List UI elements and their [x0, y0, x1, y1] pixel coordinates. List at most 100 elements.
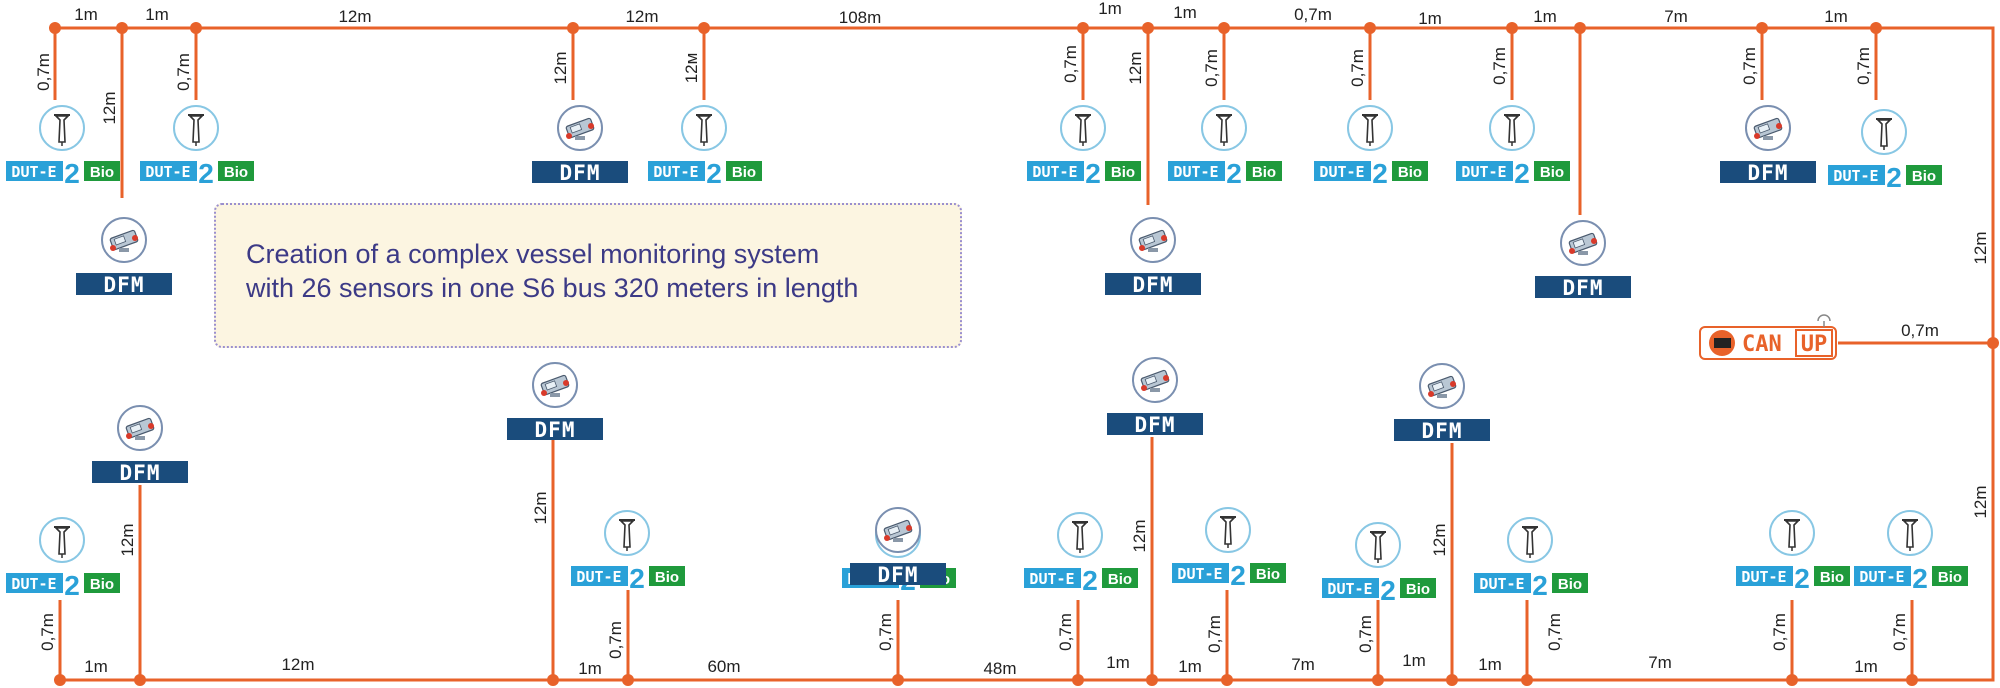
dut-label: DUT-E: [576, 568, 621, 586]
bio-label-box: [84, 161, 120, 181]
fuel-level-sensor-icon: [1489, 105, 1535, 151]
segment-label: 108m: [839, 8, 882, 27]
bio-label: Bio: [1256, 566, 1280, 583]
dut-label-box: [648, 161, 705, 181]
segment-label: 1m: [84, 657, 108, 676]
stub-label: 12m: [118, 523, 137, 556]
dut-label-box: [1854, 566, 1911, 586]
stub-label: 0,7m: [38, 613, 57, 651]
segment-label: 1m: [1478, 655, 1502, 674]
dfm-label-box: [1107, 413, 1203, 435]
dfm-meter: DFM: [1105, 217, 1201, 297]
wireless-icon: [1817, 314, 1831, 322]
fuel-level-sensor-icon: [173, 105, 219, 151]
junction-dot: [1574, 22, 1586, 34]
segment-label: 12m: [1971, 485, 1990, 518]
fuel-level-sensor-icon: [1355, 522, 1401, 568]
dut-two-label: 2: [1082, 565, 1098, 596]
bio-label: Bio: [1108, 571, 1132, 588]
dut-label-box: [6, 161, 63, 181]
junction-dot: [1077, 22, 1089, 34]
dut-label-box: [571, 566, 628, 586]
dut-label: DUT-E: [11, 163, 56, 181]
fuel-level-sensor-icon: [39, 105, 85, 151]
stub-label: 12m: [531, 491, 550, 524]
dut-two-label: 2: [1794, 563, 1810, 594]
segment-label: 1m: [1533, 7, 1557, 26]
dut-sensor: DUT-E 2 Bio: [1854, 510, 1968, 594]
caption-box: Creation of a complex vessel monitoring …: [214, 203, 962, 348]
dut-label: DUT-E: [1327, 580, 1372, 598]
dut-two-label: 2: [1912, 563, 1928, 594]
bio-label-box: [218, 161, 254, 181]
stub-label: 0,7m: [1490, 47, 1509, 85]
flow-meter-icon: [1560, 220, 1606, 266]
bio-label: Bio: [90, 164, 114, 181]
bio-label: Bio: [1540, 164, 1564, 181]
stub-label: 12м: [682, 53, 701, 84]
bio-label-box: [84, 573, 120, 593]
stub-label: 12m: [100, 91, 119, 124]
dut-label: DUT-E: [1479, 575, 1524, 593]
fuel-level-sensor-icon: [1507, 517, 1553, 563]
segment-label: 1m: [1098, 0, 1122, 18]
dut-two-label: 2: [1886, 162, 1902, 193]
junction-dot: [116, 22, 128, 34]
fuel-level-sensor-icon: [1205, 507, 1251, 553]
dut-label: DUT-E: [1173, 163, 1218, 181]
segment-label: 1m: [1106, 653, 1130, 672]
stub-label: 0,7m: [1061, 45, 1080, 83]
dut-two-label: 2: [64, 570, 80, 601]
dut-label-box: [1828, 165, 1885, 185]
dut-label: DUT-E: [145, 163, 190, 181]
segment-label: 1m: [1402, 651, 1426, 670]
dut-sensor: DUT-E 2 Bio: [1027, 105, 1141, 189]
dut-sensor: DUT-E 2 Bio: [1736, 510, 1850, 594]
fuel-level-sensor-icon: [604, 510, 650, 556]
segment-label: 7m: [1648, 653, 1672, 672]
dut-two-label: 2: [629, 563, 645, 594]
stub-label: 0,7m: [174, 53, 193, 91]
dfm-meter: DFM: [76, 217, 172, 297]
dut-label-box: [1474, 573, 1531, 593]
bio-label: Bio: [224, 164, 248, 181]
junction-dot: [1756, 22, 1768, 34]
bio-label: Bio: [90, 576, 114, 593]
dfm-label: DFM: [120, 461, 161, 485]
dut-label-box: [1456, 161, 1513, 181]
junction-dot: [547, 674, 559, 686]
bio-label: Bio: [1558, 576, 1582, 593]
fuel-level-sensor-icon: [1057, 512, 1103, 558]
flow-meter-icon: [101, 217, 147, 263]
stub-label: 0,7m: [1740, 47, 1759, 85]
dfm-label: DFM: [1748, 161, 1789, 185]
dut-label-box: [1322, 578, 1379, 598]
dut-sensor: DUT-E 2 Bio: [1474, 517, 1588, 601]
dfm-label: DFM: [1135, 413, 1176, 437]
segment-label: 12m: [625, 7, 658, 26]
dfm-meter: DFM: [850, 507, 946, 587]
segment-label: 1m: [145, 5, 169, 24]
dfm-meter: DFM: [92, 405, 188, 485]
segment-label: 12m: [338, 7, 371, 26]
junction-dot: [622, 674, 634, 686]
top-bus-line: [55, 26, 1995, 682]
bus-lines: [53, 26, 1995, 682]
dut-two-label: 2: [64, 158, 80, 189]
bio-label-box: [1392, 161, 1428, 181]
segment-label: 1m: [1854, 657, 1878, 676]
dut-label: DUT-E: [1859, 568, 1904, 586]
top-stub-labels: 0,7m 12m 0,7m 12m 12м 0,7m 12m 0,7m 0,7m…: [34, 45, 1873, 124]
flow-meter-icon: [1130, 217, 1176, 263]
stub-label: 0,7m: [876, 613, 895, 651]
stub-label: 0,7m: [1545, 613, 1564, 651]
junction-dot: [1146, 674, 1158, 686]
flow-meter-icon: [1419, 363, 1465, 409]
top-segment-labels: 1m 1m 12m 12m 108m 1m 1m 0,7m 1m 1m 7m 1…: [74, 0, 1848, 28]
dut-label: DUT-E: [1833, 167, 1878, 185]
dfm-label-box: [1394, 419, 1490, 441]
canup-stub-label: 0,7m: [1901, 321, 1939, 340]
segment-label: 1m: [1824, 7, 1848, 26]
flow-meter-icon: [557, 105, 603, 151]
junction-dot: [1786, 674, 1798, 686]
